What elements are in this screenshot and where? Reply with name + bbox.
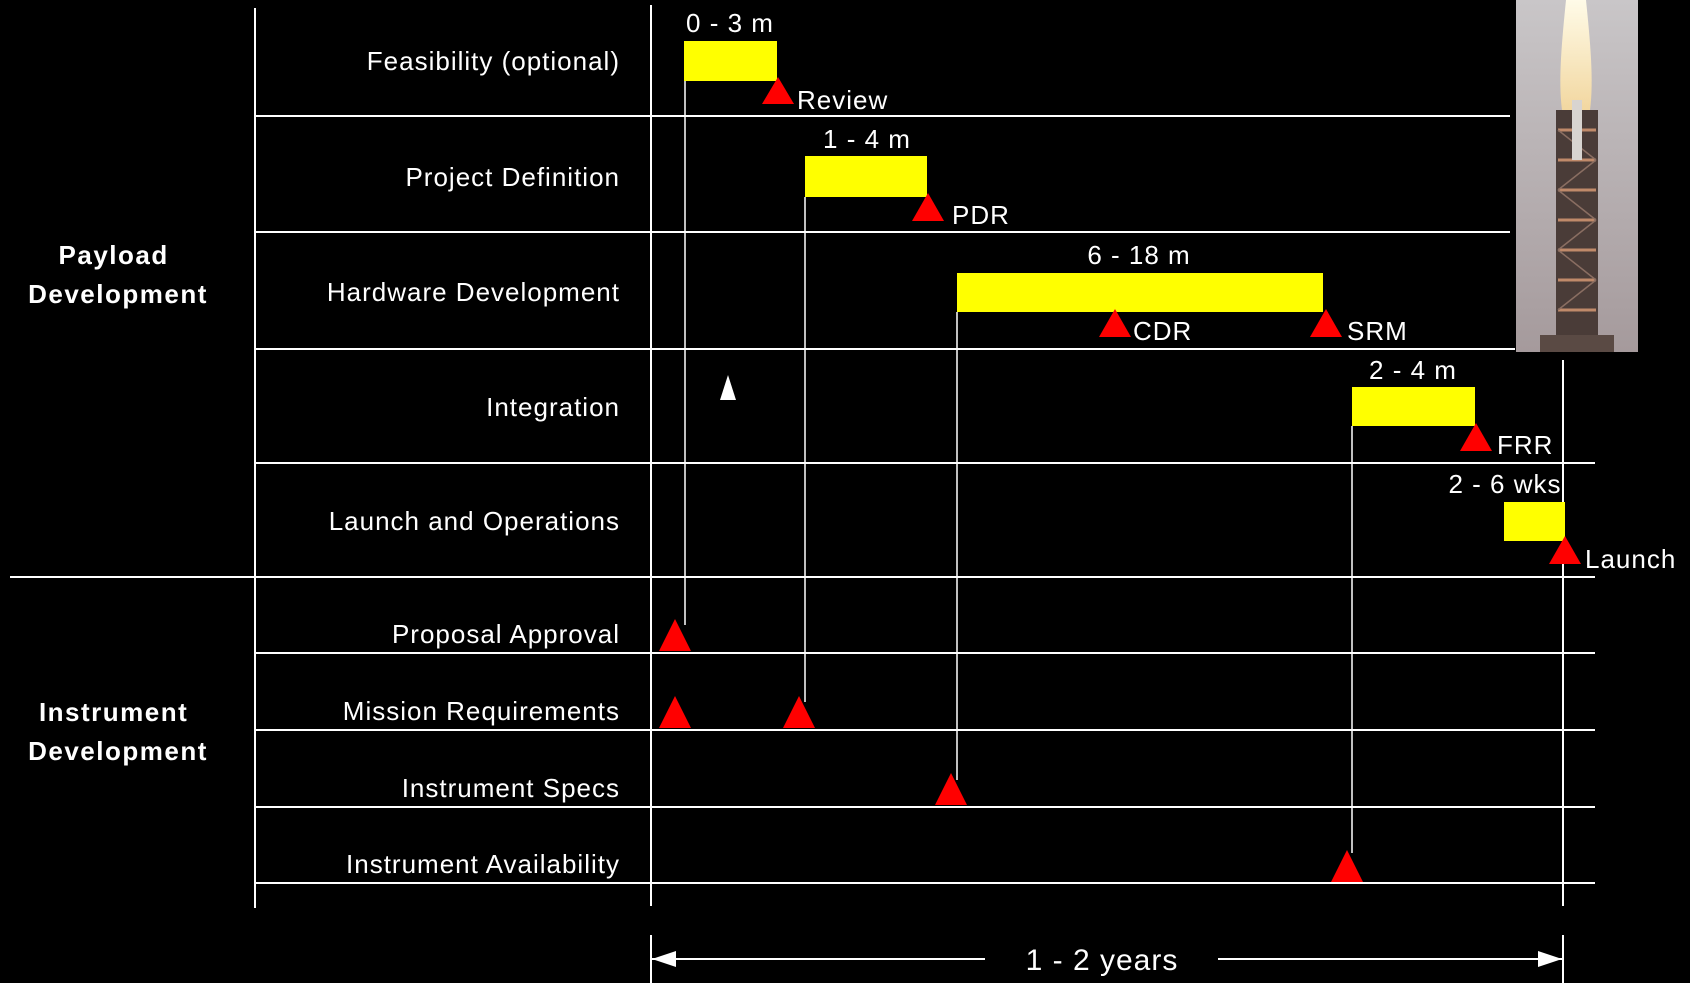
- group-label-instrument: Instrument Development: [28, 697, 208, 766]
- milestone-triangle-mission-b: [783, 696, 815, 728]
- rocket-photo: [1516, 0, 1638, 352]
- tower-base: [1540, 335, 1614, 352]
- milestone-triangle-frr: [1460, 423, 1492, 451]
- phase-bars: [684, 41, 1565, 541]
- dependency-lines: [684, 81, 1353, 853]
- white-triangle-marker: [720, 375, 736, 400]
- milestone-label-pdr: PDR: [952, 200, 1010, 230]
- duration-label-definition: 1 - 4 m: [823, 124, 911, 154]
- milestone-label-srm: SRM: [1347, 316, 1408, 346]
- milestone-label-cdr: CDR: [1133, 316, 1192, 346]
- row-label-definition: Project Definition: [405, 162, 620, 192]
- tower-bracing: [1558, 128, 1596, 312]
- phase-bar-feasibility: [684, 41, 777, 81]
- milestone-triangle-mission-a: [659, 696, 691, 728]
- span-arrowhead-right: [1538, 951, 1562, 967]
- row-label-availability: Instrument Availability: [346, 849, 620, 879]
- row-label-hardware: Hardware Development: [327, 277, 620, 307]
- milestone-triangle-cdr: [1099, 309, 1131, 337]
- phase-bar-launch: [1504, 502, 1565, 541]
- group-label-line: Development: [28, 736, 208, 766]
- group-label-line: Development: [28, 279, 208, 309]
- row-labels: Feasibility (optional) Project Definitio…: [327, 46, 620, 879]
- span-label: 1 - 2 years: [1026, 944, 1179, 977]
- milestone-triangle-launch: [1549, 536, 1581, 564]
- milestone-labels: Review PDR CDR SRM FRR Launch: [797, 85, 1676, 574]
- phase-bar-hardware: [957, 273, 1323, 312]
- duration-label-feasibility: 0 - 3 m: [686, 8, 774, 38]
- span-arrowhead-left: [652, 951, 676, 967]
- exhaust-plume: [1560, 0, 1592, 110]
- row-label-integration: Integration: [486, 392, 620, 422]
- milestone-triangle-specs: [935, 773, 967, 805]
- duration-label-hardware: 6 - 18 m: [1087, 240, 1190, 270]
- duration-label-launch: 2 - 6 wks: [1448, 469, 1561, 499]
- duration-label-integration: 2 - 4 m: [1369, 355, 1457, 385]
- phase-bar-integration: [1352, 387, 1475, 426]
- milestone-triangle-srm: [1310, 309, 1342, 337]
- row-label-feasibility: Feasibility (optional): [367, 46, 620, 76]
- row-label-mission: Mission Requirements: [343, 696, 620, 726]
- phase-bar-definition: [805, 156, 927, 197]
- milestone-label-frr: FRR: [1497, 430, 1553, 460]
- group-label-line: Payload: [59, 240, 169, 270]
- row-label-proposal: Proposal Approval: [392, 619, 620, 649]
- group-label-line: Instrument: [39, 697, 188, 727]
- row-label-launch: Launch and Operations: [329, 506, 620, 536]
- milestone-triangle-review: [762, 77, 794, 104]
- row-label-specs: Instrument Specs: [402, 773, 620, 803]
- milestone-label-launch: Launch: [1585, 544, 1676, 574]
- milestone-label-review: Review: [797, 85, 888, 115]
- rocket-body: [1572, 100, 1582, 160]
- phase-durations: 0 - 3 m 1 - 4 m 6 - 18 m 2 - 4 m 2 - 6 w…: [686, 8, 1561, 499]
- milestone-triangle-proposal: [659, 619, 691, 651]
- grid-lines: [10, 5, 1595, 908]
- milestone-triangle-availability: [1331, 850, 1363, 882]
- group-label-payload: Payload Development: [28, 240, 208, 309]
- milestone-markers: [659, 77, 1581, 882]
- milestone-triangle-pdr: [912, 193, 944, 221]
- overall-span: [650, 935, 1564, 983]
